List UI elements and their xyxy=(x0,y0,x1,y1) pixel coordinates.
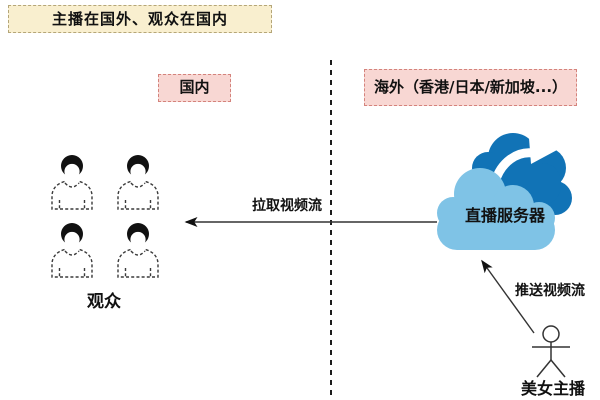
audience-person-icon xyxy=(117,155,159,210)
audience-label: 观众 xyxy=(87,292,121,312)
region-label-domestic: 国内 xyxy=(158,74,231,102)
anchor-label: 美女主播 xyxy=(520,379,585,398)
title-banner: 主播在国外、观众在国内 xyxy=(8,5,272,33)
cloud-server-icon xyxy=(437,133,572,250)
audience-person-icon xyxy=(117,223,159,278)
stick-figure-icon xyxy=(532,325,570,378)
cloud-front-icon xyxy=(437,168,555,250)
server-label: 直播服务器 xyxy=(464,206,545,225)
pull-stream-label: 拉取视频流 xyxy=(252,198,322,214)
region-label-overseas: 海外（香港/日本/新加坡...） xyxy=(364,69,577,106)
push-stream-label: 推送视频流 xyxy=(515,283,585,299)
audience-person-icon xyxy=(51,223,93,278)
audience-person-icon xyxy=(51,155,93,210)
